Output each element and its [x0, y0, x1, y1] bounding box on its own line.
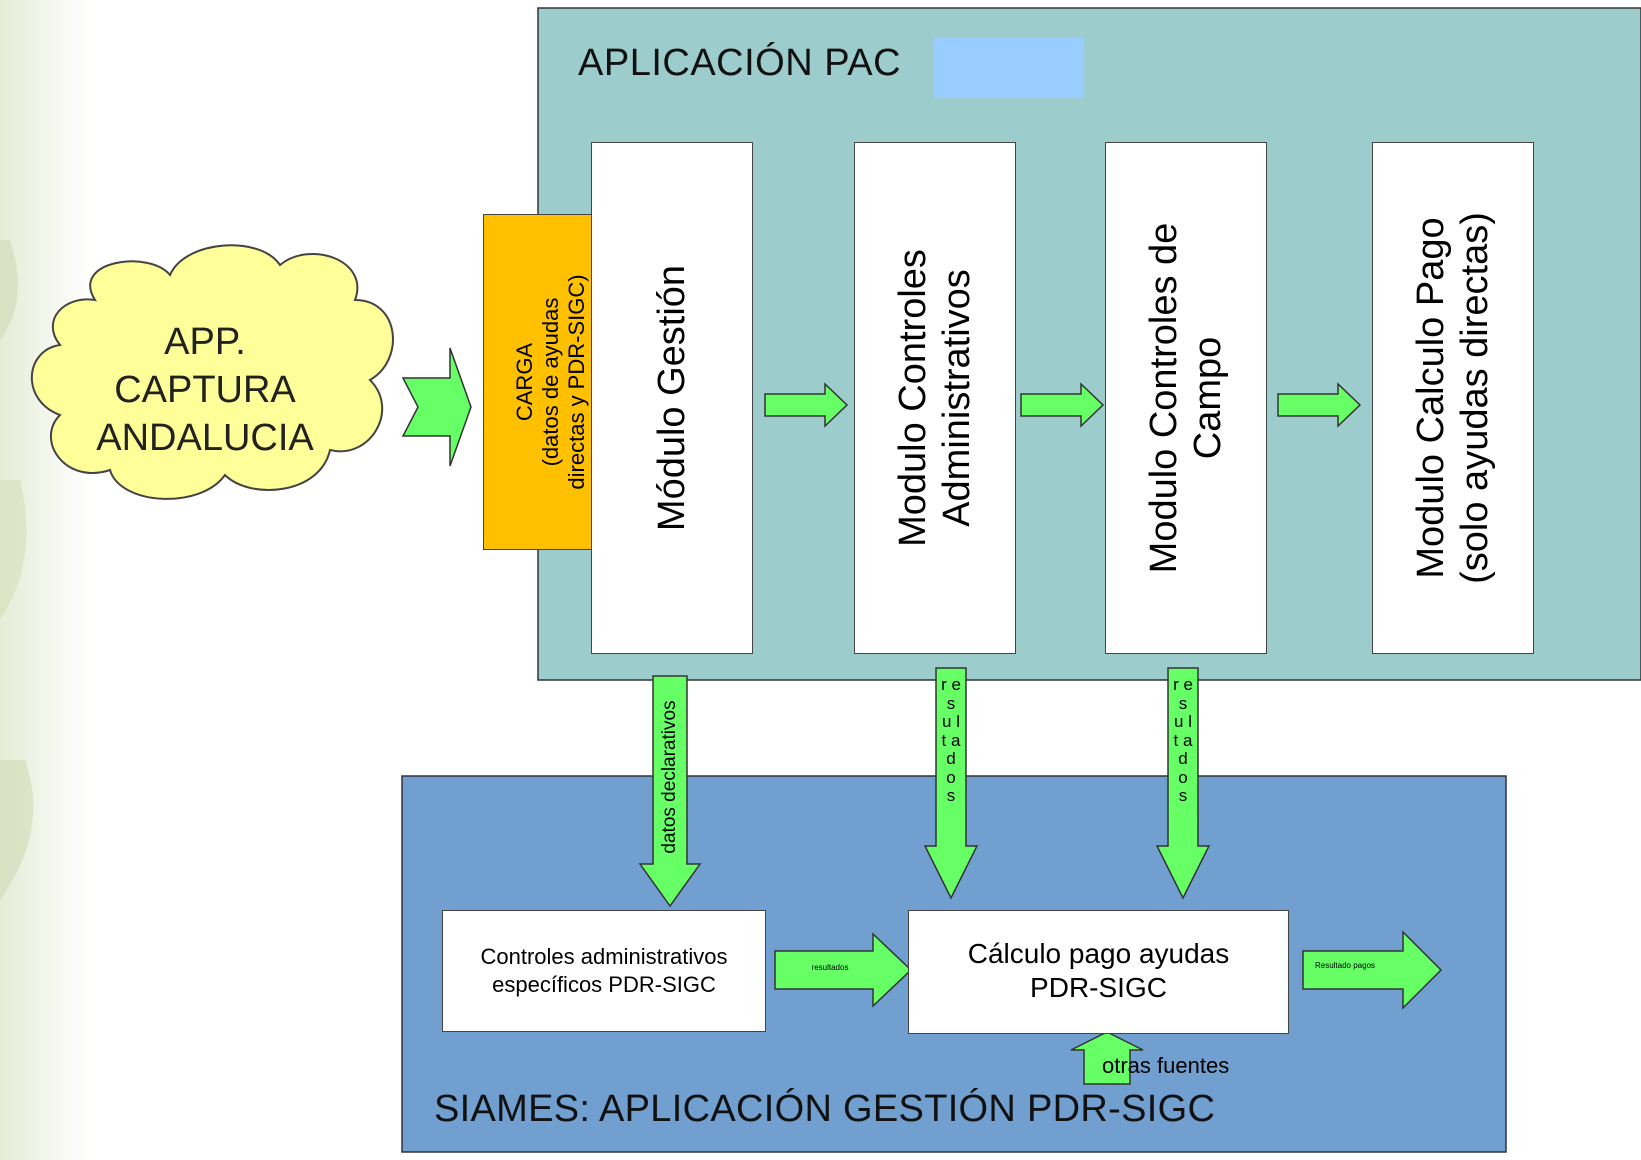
calculo-box-line: Cálculo pago ayudas [967, 938, 1230, 969]
module-line: Campo [1187, 336, 1229, 460]
redaction-block [934, 38, 1084, 98]
background-texture [0, 240, 34, 900]
calculo-box-line: PDR-SIGC [1030, 972, 1167, 1003]
arrow-datos-declarativos [638, 675, 702, 908]
module-calculo-pago-label: Modulo Calculo Pago (solo ayudas directa… [1409, 212, 1497, 584]
module-calculo-pago-box: Modulo Calculo Pago (solo ayudas directa… [1372, 142, 1534, 654]
arrow-resultados-campo [1155, 667, 1211, 900]
arrow-campo-to-pago [1277, 382, 1362, 428]
module-line: Administrativos [936, 269, 978, 527]
module-controles-campo-box: Modulo Controles de Campo [1105, 142, 1267, 654]
resultados-admin-label: r e s u l t a d o s [940, 675, 962, 806]
carga-line: directas y PDR-SIGC) [563, 274, 589, 490]
module-gestion-box: Módulo Gestión [591, 142, 753, 654]
controles-admin-especificos-box: Controles administrativos específicos PD… [442, 910, 766, 1032]
module-gestion-label: Módulo Gestión [650, 265, 694, 531]
arrow-gestion-to-admin [764, 382, 849, 428]
resultados-campo-text: r e s u l t a d o s [1173, 675, 1193, 805]
arrow-resultado-pagos-label: Resultado pagos [1314, 961, 1376, 970]
cloud-line: APP. [164, 321, 246, 363]
arrow-resultados-admin [923, 667, 979, 900]
otras-fuentes-label: otras fuentes [1102, 1053, 1230, 1078]
cloud-label: APP. CAPTURA ANDALUCIA [60, 318, 350, 462]
arrow-resultados-label: resultados [811, 963, 849, 972]
arrow-resultados [774, 932, 913, 1008]
cloud-shape [30, 244, 394, 500]
module-controles-admin-box: Modulo Controles Administrativos [854, 142, 1016, 654]
cloud-line: ANDALUCIA [96, 417, 314, 459]
arrow-admin-to-campo [1020, 382, 1105, 428]
arrow-cloud-to-carga [401, 347, 472, 467]
arrows [401, 347, 1443, 1085]
module-line: Modulo Controles de [1143, 222, 1185, 574]
arrow-resultado-pagos [1302, 930, 1443, 1010]
datos-declarativos-label: datos declarativos [652, 682, 688, 872]
calculo-pago-ayudas-box: Cálculo pago ayudas PDR-SIGC [908, 910, 1289, 1034]
carga-line: (datos de ayudas [537, 297, 563, 467]
datos-declarativos-text: datos declarativos [659, 700, 680, 854]
arrow-otras-fuentes [1070, 1031, 1144, 1085]
module-controles-campo-label: Modulo Controles de Campo [1142, 223, 1230, 574]
carga-label: CARGA (datos de ayudas directas y PDR-SI… [512, 274, 590, 489]
controles-box-line: Controles administrativos [480, 944, 728, 969]
resultados-campo-label: r e s u l t a d o s [1172, 675, 1194, 806]
cloud-line: CAPTURA [114, 369, 296, 411]
module-line: Módulo Gestión [651, 264, 693, 532]
siames-title: SIAMES: APLICACIÓN GESTIÓN PDR-SIGC [434, 1088, 1216, 1130]
module-line: (solo ayudas directas) [1454, 212, 1496, 584]
controles-box-line: específicos PDR-SIGC [492, 972, 716, 997]
resultados-admin-text: r e s u l t a d o s [941, 675, 961, 805]
module-line: Modulo Controles [892, 249, 934, 547]
pac-title: APLICACIÓN PAC [578, 42, 902, 84]
module-controles-admin-label: Modulo Controles Administrativos [891, 249, 979, 547]
module-line: Modulo Calculo Pago [1410, 217, 1452, 579]
carga-line: CARGA [511, 342, 537, 422]
